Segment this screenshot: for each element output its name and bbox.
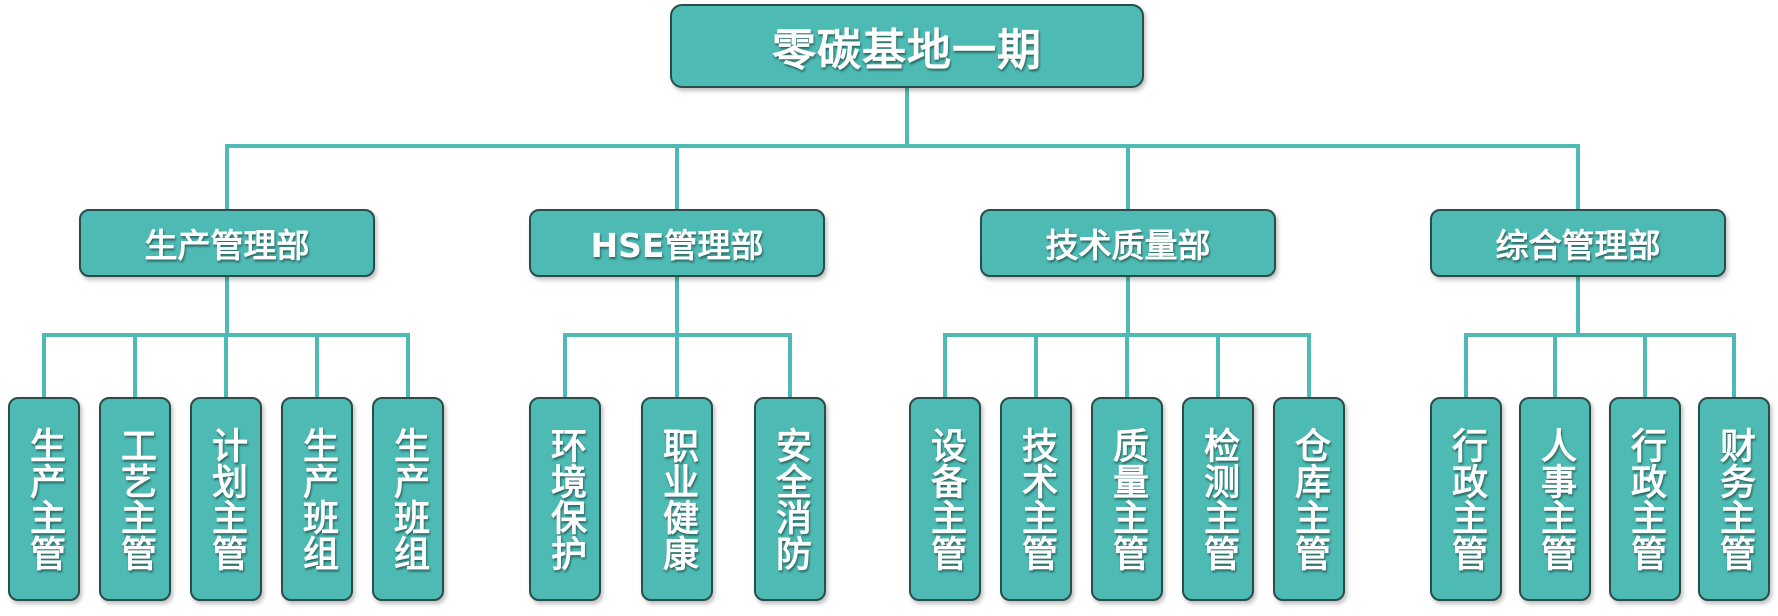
leaf-node: 生产班组 — [281, 397, 353, 601]
dept-node-tech-quality: 技术质量部 — [980, 209, 1276, 277]
leaf-node: 职业健康 — [641, 397, 713, 601]
leaf-node: 财务主管 — [1698, 397, 1770, 601]
root-node: 零碳基地一期 — [670, 4, 1144, 88]
dept-node-hse: HSE管理部 — [529, 209, 825, 277]
leaf-node: 安全消防 — [754, 397, 826, 601]
dept-node-general: 综合管理部 — [1430, 209, 1726, 277]
leaf-node: 工艺主管 — [99, 397, 171, 601]
leaf-node: 生产主管 — [8, 397, 80, 601]
leaf-node: 质量主管 — [1091, 397, 1163, 601]
leaf-node: 人事主管 — [1519, 397, 1591, 601]
leaf-node: 仓库主管 — [1273, 397, 1345, 601]
leaf-node: 技术主管 — [1000, 397, 1072, 601]
leaf-node: 设备主管 — [909, 397, 981, 601]
leaf-node: 计划主管 — [190, 397, 262, 601]
leaf-node: 行政主管 — [1609, 397, 1681, 601]
leaf-node: 生产班组 — [372, 397, 444, 601]
leaf-node: 行政主管 — [1430, 397, 1502, 601]
leaf-node: 检测主管 — [1182, 397, 1254, 601]
dept-node-production: 生产管理部 — [79, 209, 375, 277]
leaf-node: 环境保护 — [529, 397, 601, 601]
